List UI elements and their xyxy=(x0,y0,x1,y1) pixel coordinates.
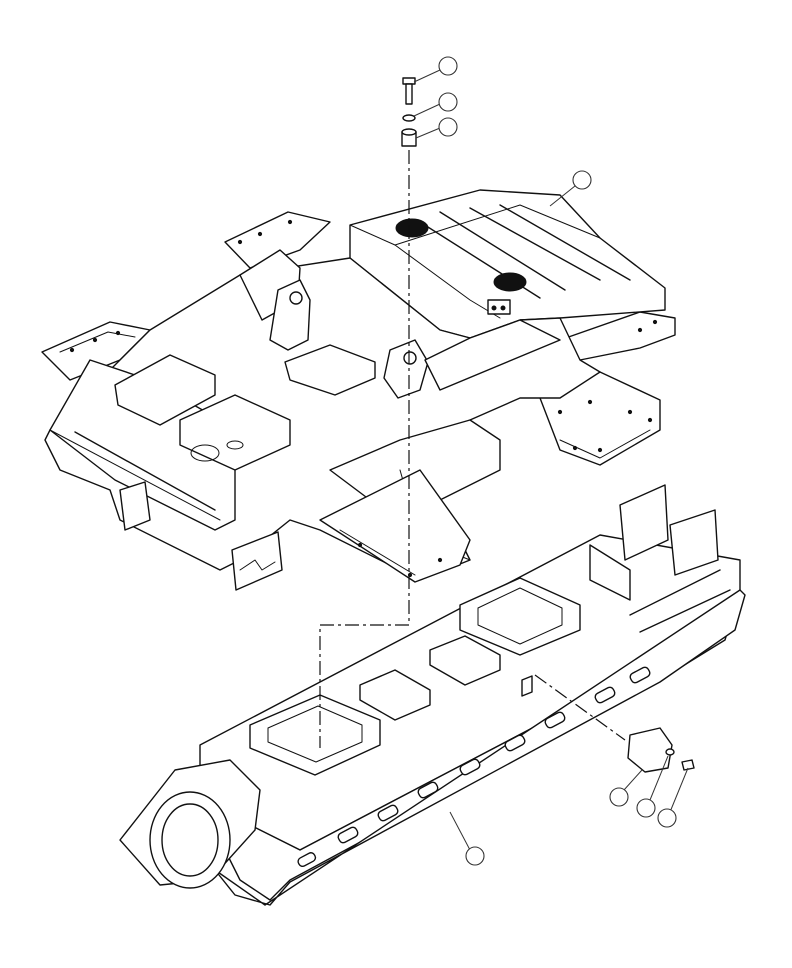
pocket-right xyxy=(179,394,291,471)
center-lines xyxy=(319,150,626,748)
hardware xyxy=(401,77,695,773)
rear-riser-2 xyxy=(669,509,719,576)
callout-washer xyxy=(438,92,458,112)
upper-frame xyxy=(41,189,676,591)
top-hatch-rear xyxy=(459,577,581,656)
track-top xyxy=(199,534,741,851)
callout-bolt xyxy=(438,56,458,76)
plate-washer-part xyxy=(665,748,675,756)
plate-bolt-part xyxy=(681,759,695,771)
port-top-left xyxy=(395,218,429,238)
track-frame xyxy=(119,484,746,906)
callouts xyxy=(413,56,689,866)
callout-spacer xyxy=(438,117,458,137)
port-top-right xyxy=(493,272,527,292)
bolt-part xyxy=(402,77,416,85)
washer-part xyxy=(402,114,416,122)
callout-cover-plate xyxy=(609,787,629,807)
callout-plate-washer xyxy=(636,798,656,818)
center-opening xyxy=(284,344,376,396)
rear-riser-1 xyxy=(619,484,669,561)
callout-track-frame xyxy=(465,846,485,866)
callout-upper-frame xyxy=(572,170,592,190)
cover-plate-part xyxy=(627,727,673,773)
rear-left-wing xyxy=(224,211,331,269)
pocket-left xyxy=(114,354,216,426)
callout-plate-bolt xyxy=(657,808,677,828)
left-front-bracket xyxy=(231,531,283,591)
